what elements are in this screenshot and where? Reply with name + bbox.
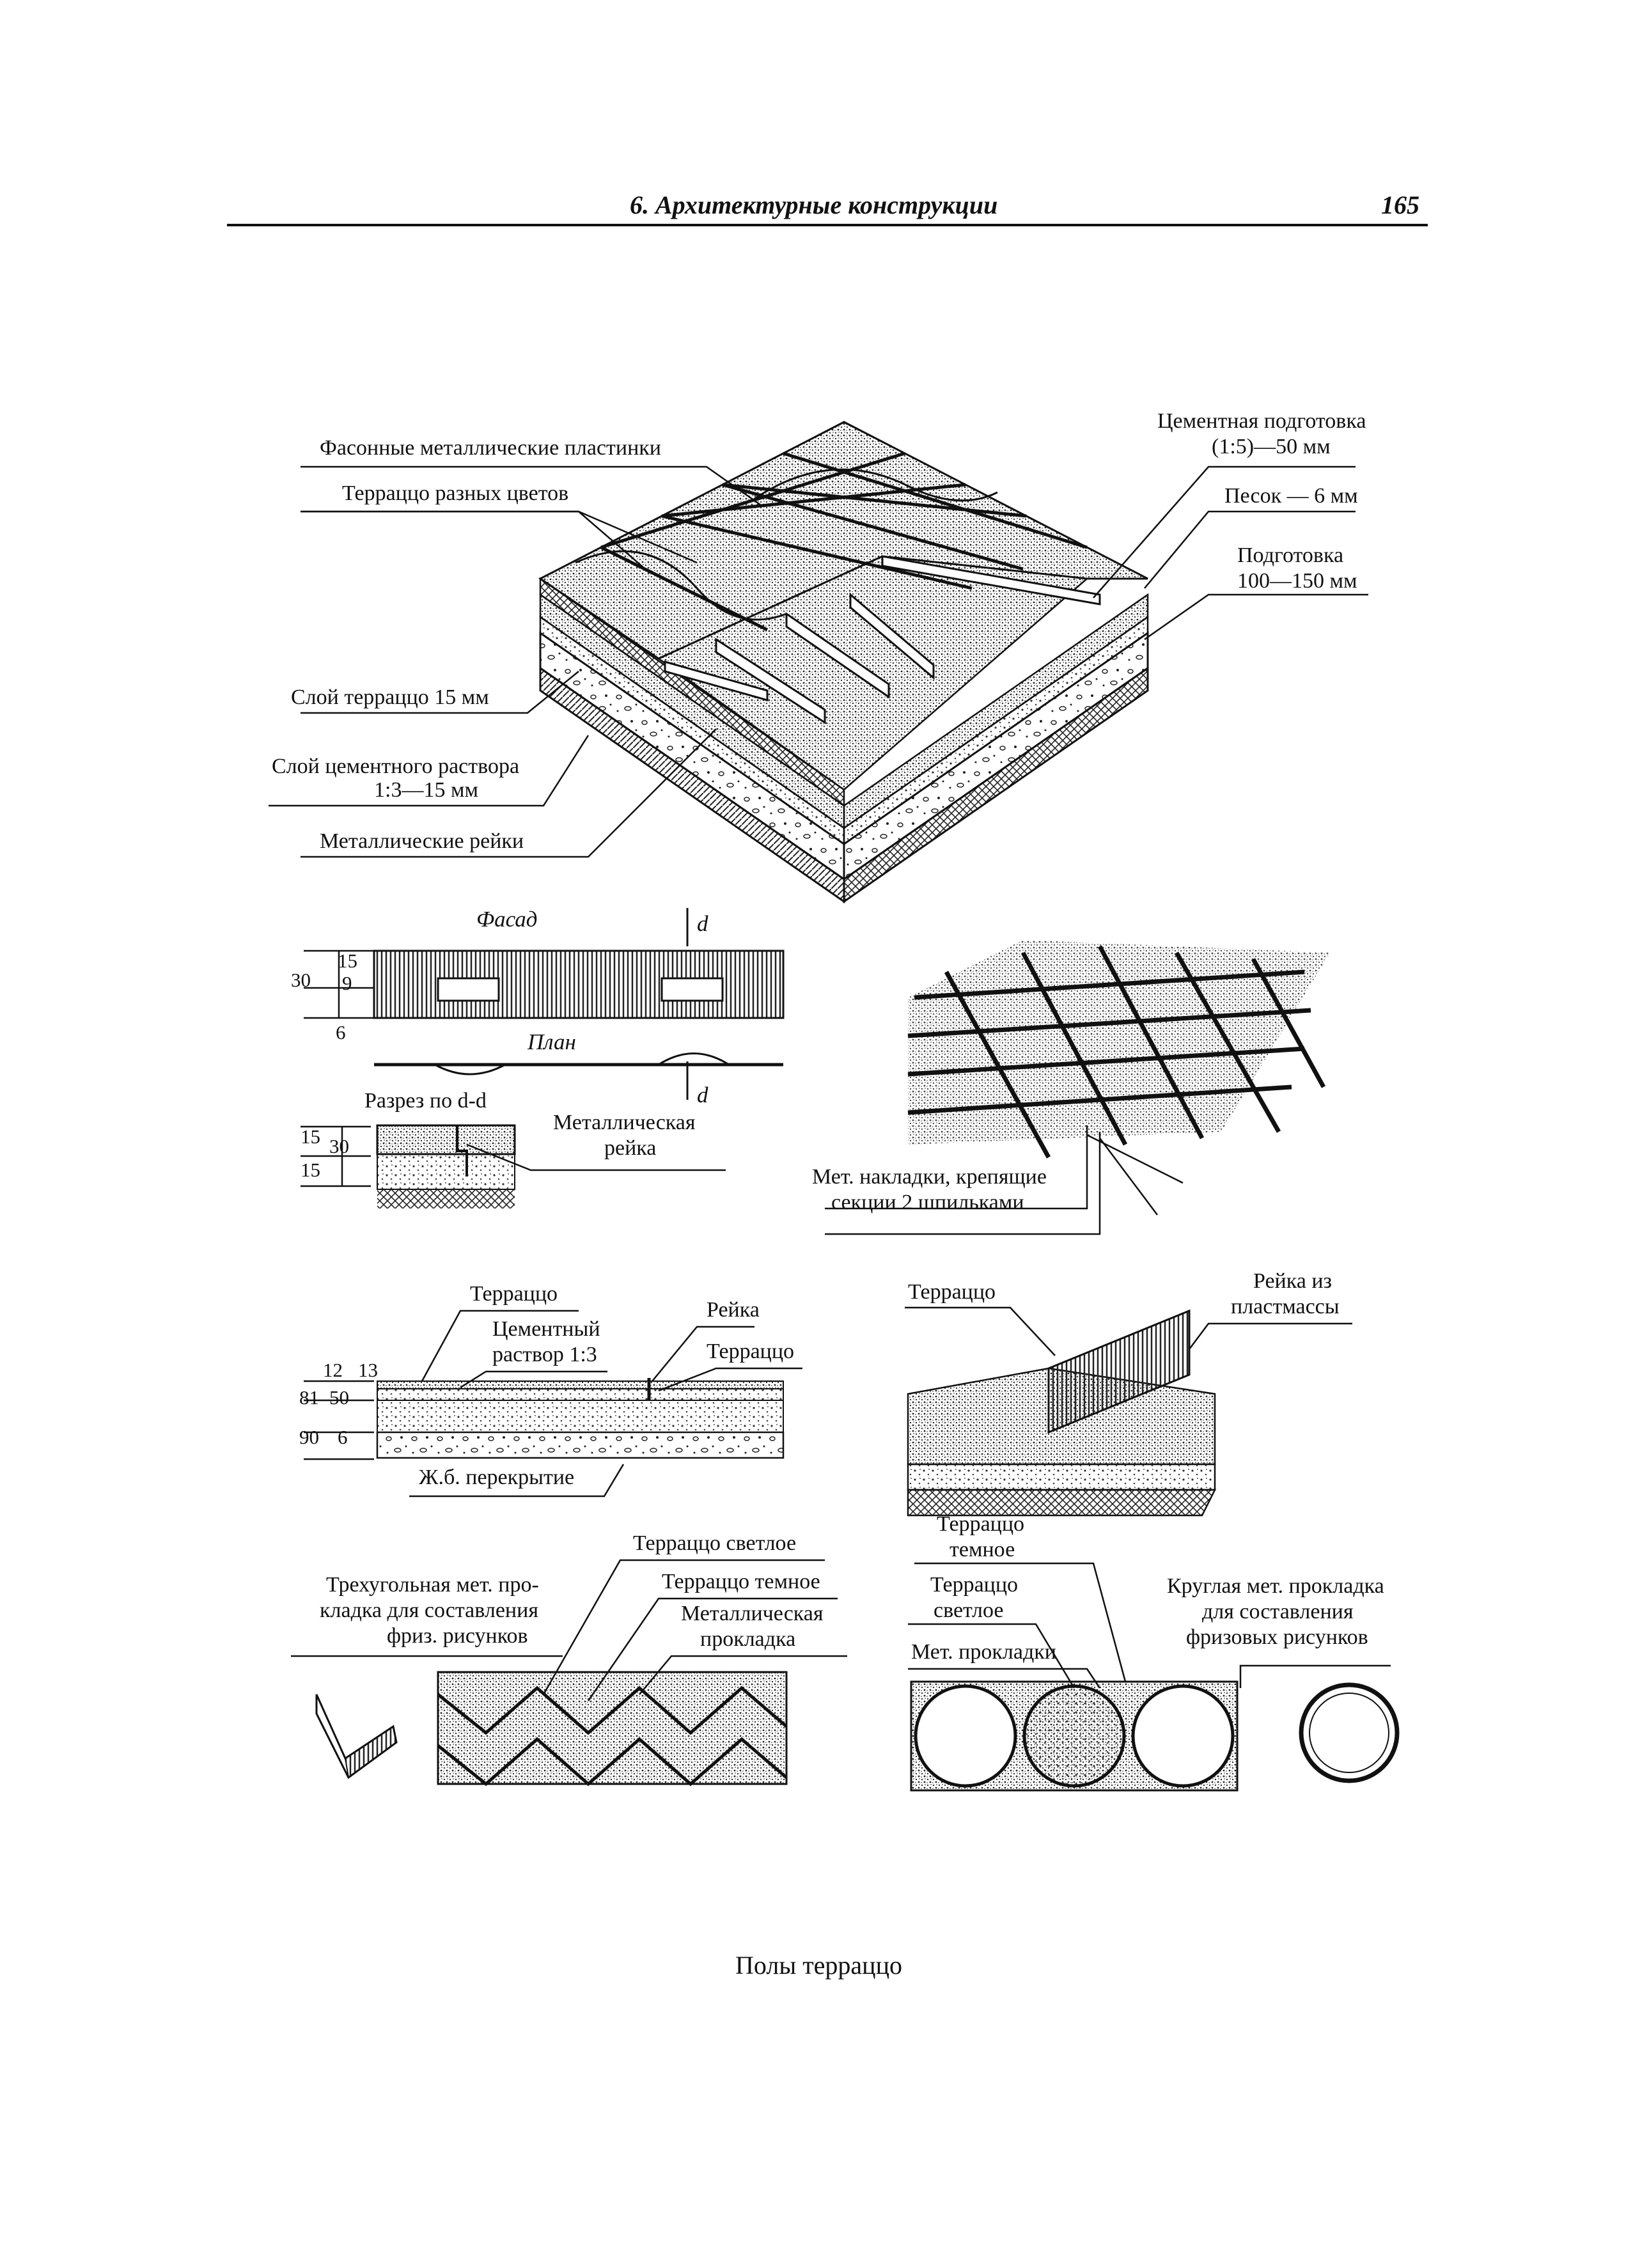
dim-6: 6 bbox=[336, 1021, 346, 1044]
plastic-strip-1: Рейка из bbox=[1253, 1269, 1332, 1293]
facade-figure bbox=[301, 908, 785, 1208]
dim-9: 9 bbox=[342, 972, 352, 994]
label-metal-strips: Металлические рейки bbox=[320, 829, 524, 853]
dim-81: 81 bbox=[299, 1386, 319, 1409]
zigzag-dark: Терраццо темное bbox=[662, 1570, 820, 1593]
dim-6b: 6 bbox=[338, 1426, 348, 1448]
zigzag-light: Терраццо светлое bbox=[633, 1531, 797, 1555]
zigzag-figure bbox=[291, 1559, 847, 1787]
circles-light-1: Терраццо bbox=[930, 1573, 1019, 1597]
label-base-1: Подготовка bbox=[1237, 544, 1344, 567]
zigzag-tri-1: Трехугольная мет. про- bbox=[326, 1573, 539, 1597]
cut-mark-bottom: d bbox=[697, 1083, 708, 1107]
circles-dark-2: темное bbox=[950, 1538, 1015, 1561]
plan-title: План bbox=[528, 1029, 576, 1054]
plastic-strip-2: пластмассы bbox=[1231, 1295, 1340, 1318]
zigzag-tri-2: кладка для составления bbox=[320, 1599, 538, 1622]
circles-round-3: фризовых рисунков bbox=[1186, 1625, 1368, 1649]
plastic-strip-figure bbox=[905, 1306, 1352, 1517]
label-mortar-layer-2: 1:3—15 мм bbox=[374, 778, 478, 802]
label-sand: Песок — 6 мм bbox=[1224, 484, 1358, 508]
section-strip: Рейка bbox=[707, 1298, 760, 1322]
zigzag-metal-1: Металлическая bbox=[681, 1602, 824, 1625]
label-base-2: 100—150 мм bbox=[1237, 569, 1357, 593]
section-mortar-2: раствор 1:3 bbox=[492, 1343, 597, 1366]
grid-note-2: секции 2 шпильками bbox=[831, 1191, 1024, 1214]
strip-section-figure bbox=[304, 1310, 802, 1498]
circles-figure bbox=[908, 1562, 1400, 1792]
label-terrazzo-layer: Слой терраццо 15 мм bbox=[291, 685, 489, 709]
section-mortar-1: Цементный bbox=[492, 1317, 600, 1341]
circles-dark-1: Терраццо bbox=[937, 1512, 1025, 1536]
main-leaders bbox=[269, 465, 1368, 858]
dim-15a: 15 bbox=[338, 950, 357, 972]
dim-50: 50 bbox=[329, 1386, 349, 1409]
circles-strips: Мет. прокладки bbox=[911, 1640, 1056, 1664]
section-dd-label: Разрез по d-d bbox=[364, 1089, 487, 1113]
label-cement-prep-1: Цементная подготовка bbox=[1157, 409, 1366, 433]
plastic-terrazzo: Терраццо bbox=[908, 1280, 996, 1304]
figure-caption: Полы терраццо bbox=[735, 1951, 902, 1980]
dim-90: 90 bbox=[299, 1426, 319, 1448]
section-title: 6. Архитектурные конструкции bbox=[630, 191, 998, 219]
grid-figure bbox=[825, 940, 1330, 1235]
dim-15c: 15 bbox=[301, 1159, 320, 1181]
dim-30b: 30 bbox=[329, 1135, 349, 1157]
label-shaped-plates: Фасонные металлические пластинки bbox=[320, 436, 662, 460]
zigzag-tri-3: фриз. рисунков bbox=[387, 1624, 528, 1648]
section-slab: Ж.б. перекрытие bbox=[419, 1466, 575, 1489]
label-colored-terrazzo: Терраццо разных цветов bbox=[342, 481, 569, 505]
section-terrazzo: Терраццо bbox=[470, 1282, 558, 1306]
facade-title: Фасад bbox=[476, 907, 538, 932]
dim-15b: 15 bbox=[301, 1125, 320, 1148]
dim-12: 12 bbox=[323, 1359, 343, 1381]
label-mortar-layer-1: Слой цементного раствора bbox=[272, 755, 520, 778]
main-terrazzo-isometric bbox=[538, 421, 1149, 903]
grid-note-1: Мет. накладки, крепящие bbox=[812, 1165, 1047, 1189]
strip-label-1: Металлическая bbox=[553, 1111, 696, 1134]
zigzag-metal-2: прокладка bbox=[700, 1627, 796, 1651]
circles-light-2: светлое bbox=[934, 1599, 1004, 1622]
circles-round-2: для составления bbox=[1202, 1600, 1354, 1623]
cut-mark-top: d bbox=[697, 911, 708, 936]
strip-label-2: рейка bbox=[604, 1136, 657, 1160]
section-terrazzo-right: Терраццо bbox=[707, 1340, 795, 1363]
label-cement-prep-2: (1:5)—50 мм bbox=[1212, 435, 1331, 458]
dim-13: 13 bbox=[358, 1359, 378, 1381]
page-number: 165 bbox=[1381, 191, 1419, 219]
dim-30: 30 bbox=[291, 969, 311, 991]
circles-round-1: Круглая мет. прокладка bbox=[1167, 1574, 1384, 1598]
